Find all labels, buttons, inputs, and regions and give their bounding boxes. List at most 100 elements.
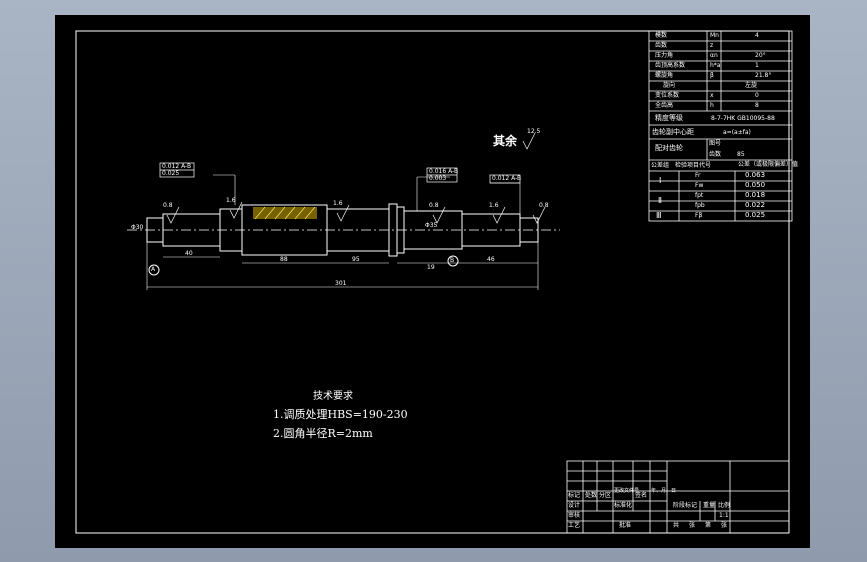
tb-label-review: 审核	[568, 512, 581, 519]
title-block-grid	[566, 460, 790, 534]
param-val-11: 85	[737, 151, 745, 158]
tb-label-sheets: 张	[689, 522, 696, 529]
tb-label-design: 设计	[568, 502, 581, 509]
param-sym-11: 齿数	[709, 151, 722, 158]
param-sym-1: z	[710, 42, 714, 49]
tol-group-2: Ⅱ	[658, 196, 662, 205]
param-sym-0: Mn	[710, 32, 719, 39]
param-sym-12: 检验项目代号	[675, 162, 712, 169]
tol-val-0: 0.063	[745, 171, 766, 179]
param-name-4: 螺旋角	[655, 72, 674, 79]
tol-frame-left-0: 0.012 A-B	[162, 163, 192, 170]
param-name-2: 压力角	[655, 52, 674, 59]
drawing-sheet: 模数 Mn 4 齿数 z 压力角 αn 20° 齿顶高系数 h*a 1 螺旋角 …	[55, 15, 810, 548]
param-name-9: 齿轮副中心距	[652, 128, 694, 136]
tb-label-process: 工艺	[568, 522, 581, 529]
shaft-outline	[127, 203, 560, 257]
dim-d1: Φ30	[131, 224, 144, 231]
param-val-2: 20°	[755, 52, 766, 59]
dim-seg2: 88	[280, 256, 288, 263]
roughness-value-5: 0.8	[539, 202, 549, 209]
param-name-0: 模数	[655, 32, 668, 39]
tb-label-count: 处数	[585, 492, 598, 499]
tol-frame-right-0: 0.012 A-B	[492, 175, 522, 182]
tb-label-weight: 重量	[703, 502, 716, 509]
param-val-9: a=(a±fa)	[723, 129, 751, 136]
tol-frame-left-1: 0.025	[162, 170, 180, 177]
tech-requirement-1: 1.调质处理HBS=190-230	[273, 408, 408, 421]
param-val-5: 左旋	[745, 82, 758, 89]
surface-note-text: 其余	[493, 134, 518, 148]
gear-teeth-hatch	[253, 207, 317, 219]
tb-label-scale: 比例	[718, 502, 731, 509]
roughness-value-0: 0.8	[163, 202, 173, 209]
param-name-10: 配对齿轮	[655, 144, 683, 152]
tb-label-date: 年、月、日	[651, 488, 677, 494]
dim-d2: Φ35	[425, 222, 438, 229]
tolerance-frames	[159, 162, 521, 184]
tech-requirement-2: 2.圆角半径R=2mm	[273, 427, 373, 440]
tb-scale-value: 1:1	[719, 512, 729, 519]
datum-a-circle	[148, 264, 160, 276]
roughness-value-4: 1.6	[489, 202, 499, 209]
params-table-grid	[648, 30, 793, 222]
param-val-12: 公差（或极限偏差）值	[738, 161, 799, 168]
tech-requirements-title: 技术要求	[313, 391, 353, 402]
datum-b-label: B	[450, 257, 455, 264]
roughness-value-2: 1.6	[333, 200, 343, 207]
param-name-6: 变位系数	[655, 92, 680, 99]
dimension-lines	[146, 174, 539, 290]
tol-sym-0: Fr	[695, 172, 701, 179]
tol-sym-1: Fw	[695, 182, 704, 189]
param-sym-3: h*a	[710, 62, 721, 69]
dim-seg1: 40	[185, 250, 193, 257]
tol-val-2: 0.018	[745, 191, 766, 199]
hatch-lines	[254, 206, 316, 220]
param-name-12: 公差组	[651, 162, 670, 169]
param-name-8: 精度等级	[655, 114, 683, 122]
tol-group-0: Ⅰ	[659, 176, 662, 185]
param-sym-10: 图号	[709, 140, 722, 147]
drawing-canvas	[75, 30, 793, 534]
tol-val-4: 0.025	[745, 211, 766, 219]
param-sym-7: h	[710, 102, 714, 109]
tb-label-change-doc: 更改文件号	[614, 488, 640, 494]
tb-label-stage: 阶段标记	[673, 502, 698, 509]
dim-seg3: 95	[352, 256, 360, 263]
tol-group-4: Ⅲ	[656, 211, 662, 220]
tol-val-3: 0.022	[745, 201, 766, 209]
param-val-3: 1	[755, 62, 759, 69]
param-name-1: 齿数	[655, 42, 668, 49]
datum-a-label: A	[151, 266, 156, 273]
param-val-4: 21.8°	[755, 72, 772, 79]
drawing-border	[75, 30, 790, 534]
tb-label-signature: 签名	[635, 492, 648, 499]
tb-label-mark: 标记	[568, 492, 581, 499]
param-name-5: 旋向	[663, 82, 676, 89]
tol-frame-mid-1: 0.003	[429, 175, 447, 182]
param-val-6: 0	[755, 92, 759, 99]
tb-label-sheet: 张	[721, 522, 728, 529]
dim-seg4: 19	[427, 264, 435, 271]
surface-note-value: 12.5	[527, 128, 541, 135]
param-sym-4: β	[710, 72, 714, 79]
datum-b-circle	[447, 255, 459, 267]
param-name-7: 全齿高	[655, 102, 674, 109]
tb-label-approve: 批准	[619, 522, 632, 529]
param-name-3: 齿顶高系数	[655, 62, 686, 69]
tb-label-zone: 分区	[599, 492, 612, 499]
tol-sym-2: fpt	[695, 192, 704, 199]
tol-val-1: 0.050	[745, 181, 766, 189]
dim-overall: 301	[335, 280, 347, 287]
tol-frame-mid-0: 0.016 A-B	[429, 168, 459, 175]
tb-label-total: 共	[673, 522, 680, 529]
roughness-symbols	[166, 132, 546, 224]
tb-label-sheet-no: 第	[705, 522, 712, 529]
tol-sym-4: Fβ	[695, 212, 703, 219]
param-sym-6: x	[710, 92, 714, 99]
dim-seg5: 46	[487, 256, 495, 263]
roughness-value-3: 0.8	[429, 202, 439, 209]
param-val-0: 4	[755, 32, 759, 39]
param-val-8: 8-7-7HK GB10095-88	[711, 115, 775, 122]
roughness-value-1: 1.6	[226, 197, 236, 204]
